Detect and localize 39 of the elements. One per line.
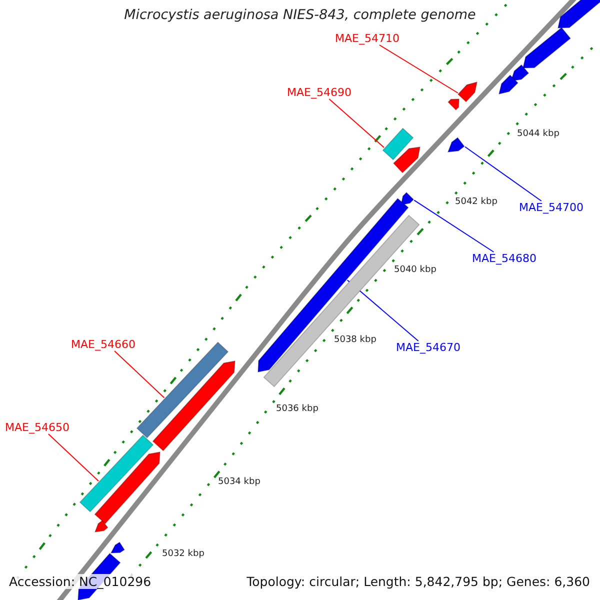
gene-feature [522,27,571,68]
gene-label: MAE_54690 [287,86,352,99]
scale-label: 5044 kbp [517,129,560,139]
footer-text: Accession: NC_010296 [9,574,152,589]
scale-label: 5036 kbp [276,404,318,414]
gene-feature [152,360,236,452]
gene-feature [457,81,478,102]
gene-label: MAE_54650 [5,421,70,434]
gene-feature [400,192,414,206]
gene-feature [79,434,154,512]
gene-feature [94,520,108,532]
scale-label: 5034 kbp [218,477,260,487]
leader-line [328,98,384,148]
gene-feature [110,542,125,554]
gene-feature [558,0,600,28]
gene-label: MAE_54670 [396,341,460,354]
gene-feature [448,98,460,110]
gene-feature [498,74,518,95]
gene-feature [136,342,229,438]
gene-label: MAE_54680 [472,252,536,265]
leader-line [378,44,458,94]
leader-line [464,146,542,202]
scale-label: 5032 kbp [162,549,204,559]
scale-label: 5042 kbp [455,197,498,207]
gene-feature [392,146,420,174]
scale-label: 5038 kbp [334,335,376,345]
leader-line [414,200,494,252]
title: Microcystis aeruginosa NIES-843, complete genome [124,7,476,23]
leader-line [114,350,165,398]
gene-feature [94,452,160,524]
scale-label: 5040 kbp [394,265,436,275]
footer-text: Topology: circular; Length: 5,842,795 bp; Genes: 6,360 [246,574,590,589]
gene-label: MAE_54700 [519,201,584,214]
gene-label: MAE_54710 [335,32,400,45]
gene-feature [382,128,414,160]
gene-feature [510,64,530,82]
gene-label: MAE_54660 [71,338,136,351]
gene-feature [447,137,465,152]
leader-line [48,434,99,482]
